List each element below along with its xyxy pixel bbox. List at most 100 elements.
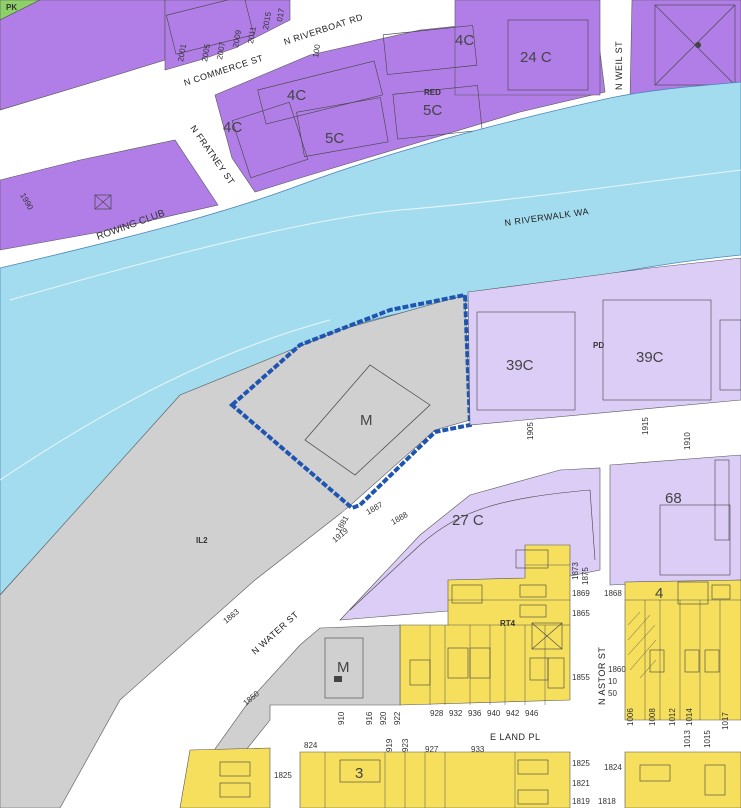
building-outline xyxy=(654,4,736,86)
garage-outline xyxy=(704,649,720,673)
address-number: 1855 xyxy=(572,673,590,682)
rowing-club-building xyxy=(94,194,112,210)
garage-outline xyxy=(219,761,251,777)
building-outline xyxy=(324,637,364,699)
commercial-block-weil-west xyxy=(454,0,601,96)
address-number: 1869 xyxy=(572,589,590,598)
building-cross xyxy=(94,194,112,210)
zone-label-4c-b: 4C xyxy=(287,87,306,104)
address-number: 2011 xyxy=(246,25,258,44)
garage-outline xyxy=(517,789,549,805)
street-label-n-weil: N WEIL ST xyxy=(614,41,624,90)
building-outline xyxy=(231,101,309,179)
zone-label-m-a: M xyxy=(360,412,373,429)
zone-label-3: 3 xyxy=(355,765,363,782)
building-outline xyxy=(476,311,576,411)
residential-block-south-east xyxy=(624,751,741,808)
building-outline xyxy=(719,319,741,391)
address-number: 1825 xyxy=(572,759,590,768)
zone-label-39c-b: 39C xyxy=(636,349,664,366)
building-outline xyxy=(677,581,709,605)
building-outline xyxy=(296,97,389,157)
residential-block-south-central xyxy=(299,751,571,808)
address-number: 940 xyxy=(487,709,501,718)
address-number: 1012 xyxy=(668,708,677,726)
building-outline xyxy=(714,459,730,541)
address-number: 910 xyxy=(337,711,346,725)
building-outline xyxy=(349,489,596,611)
zone-label-red: RED xyxy=(424,88,441,97)
garage-outline xyxy=(639,764,671,782)
building-outline xyxy=(257,60,383,125)
garage-outline xyxy=(515,549,549,569)
hatched-lot xyxy=(627,611,657,679)
garage-outline xyxy=(684,649,700,673)
address-number: 824 xyxy=(304,741,318,750)
riverwalk-line xyxy=(9,169,741,301)
garage-outline xyxy=(219,782,251,798)
address-number: 1006 xyxy=(626,708,635,726)
street-label-n-astor: N ASTOR ST xyxy=(597,647,607,705)
address-number: 1013 xyxy=(683,730,692,748)
address-number: 927 xyxy=(425,745,439,754)
address-number: 2005 xyxy=(200,43,212,63)
n-water-st-road xyxy=(95,395,741,808)
address-number: 1905 xyxy=(526,422,535,440)
zone-label-rt4: RT4 xyxy=(500,619,516,628)
address-number: 1824 xyxy=(604,763,622,772)
garage-outline xyxy=(409,659,431,686)
zone-label-4c-a: 4C xyxy=(455,32,474,49)
address-number: 1017 xyxy=(721,712,730,730)
address-number: 933 xyxy=(471,745,485,754)
address-number: 920 xyxy=(379,711,388,725)
address-number: 923 xyxy=(401,738,410,752)
address-number: 1008 xyxy=(648,708,657,726)
address-number: 1825 xyxy=(274,771,292,780)
zone-label-pk: PK xyxy=(6,3,17,12)
address-number: 1860 xyxy=(608,665,626,674)
address-number: 928 xyxy=(430,709,444,718)
address-number: 50 xyxy=(608,689,617,698)
garage-outline xyxy=(451,584,483,604)
address-number: 1915 xyxy=(641,417,650,435)
address-number: 2007 xyxy=(215,41,227,61)
address-number: 2001 xyxy=(176,43,188,63)
address-number: 946 xyxy=(525,709,539,718)
address-number: 1873 xyxy=(571,562,580,580)
zone-label-4c-c: 4C xyxy=(223,119,242,136)
zone-label-il2: IL2 xyxy=(196,536,208,545)
address-number: 017 xyxy=(275,7,286,22)
zone-label-m-b: M xyxy=(337,659,350,676)
zone-label-5c-a: 5C xyxy=(423,102,442,119)
address-number: 100 xyxy=(311,43,322,58)
address-number: 10 xyxy=(608,677,617,686)
residential-lot-lines xyxy=(625,599,741,720)
garage-outline xyxy=(547,657,565,689)
address-number: 942 xyxy=(506,709,520,718)
zone-label-pd: PD xyxy=(593,341,604,350)
residential-lot-lines xyxy=(324,752,516,808)
garage-outline xyxy=(447,647,469,679)
address-number: 1014 xyxy=(685,708,694,726)
commercial-block-north-lots xyxy=(164,0,291,71)
garage-outline xyxy=(517,759,549,775)
garage-outline xyxy=(704,764,726,796)
building-outline xyxy=(659,504,731,576)
address-number: 2015 xyxy=(261,11,273,31)
commercial-block-68 xyxy=(609,454,741,586)
address-number: 1875 xyxy=(581,567,590,585)
address-number: 1865 xyxy=(572,609,590,618)
building-outline xyxy=(392,85,483,140)
riverwalk-line xyxy=(0,319,331,481)
garage-outline xyxy=(519,584,547,598)
garage-outline xyxy=(711,584,731,600)
residential-block-south-west xyxy=(179,747,271,808)
building-marker xyxy=(334,676,342,682)
street-label-e-land: E LAND PL xyxy=(490,732,541,742)
residential-block-east xyxy=(624,579,741,721)
building-outline xyxy=(382,25,478,75)
address-number: 1818 xyxy=(598,797,616,806)
address-number: 2009 xyxy=(231,29,243,49)
address-number: 936 xyxy=(468,709,482,718)
